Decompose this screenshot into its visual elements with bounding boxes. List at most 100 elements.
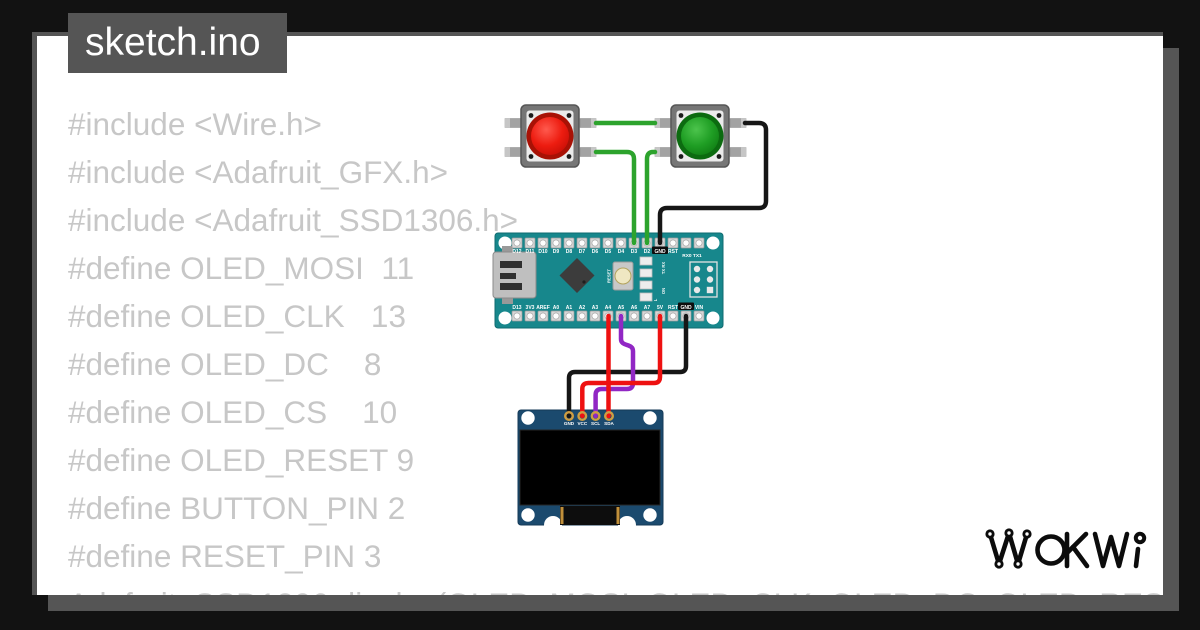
pin-label: D9: [553, 249, 560, 255]
pin-label: D2: [644, 249, 651, 255]
code-line: #include <Adafruit_SSD1306.h>: [68, 202, 519, 238]
pushbutton-red[interactable]: [504, 104, 597, 168]
logo-w2-strokes: [1092, 531, 1130, 569]
code-line: #include <Wire.h>: [68, 106, 322, 142]
pin-label: GND: [654, 249, 666, 255]
pin-label: RST: [668, 249, 678, 255]
mounting-hole: [643, 508, 657, 522]
code-line: #define RESET_PIN 3: [68, 538, 382, 574]
pin-label: D6: [592, 249, 599, 255]
code-line: #define OLED_RESET 9: [68, 442, 415, 478]
oled-pin[interactable]: [603, 411, 614, 422]
oled-pin[interactable]: [563, 411, 574, 422]
pin-hole: [604, 239, 612, 247]
usb-connector: [492, 246, 537, 304]
ribbon-pad: [560, 507, 564, 524]
mounting-hole: [706, 311, 720, 325]
logo-k-upper: [1065, 531, 1089, 555]
pin-label: D4: [618, 249, 625, 255]
board-notch: [544, 516, 562, 534]
oled-pin-label: SDA: [604, 421, 614, 426]
code-line: Adafruit_SSD1306 display(OLED_MOSI, OLED…: [68, 580, 1163, 595]
pin-hole: [578, 239, 586, 247]
file-tab-title: sketch.ino: [85, 21, 261, 64]
wire-gnd-oledgnd: [566, 313, 689, 419]
pin-hole: [630, 312, 638, 320]
pin-hole: [513, 312, 521, 320]
oled-display[interactable]: [517, 409, 664, 534]
pin-label: D10: [538, 249, 547, 255]
file-tab[interactable]: sketch.ino: [68, 13, 287, 73]
pin-label: A0: [553, 305, 560, 311]
pushbutton-green[interactable]: [654, 104, 747, 168]
pin-label: D5: [605, 249, 612, 255]
mounting-hole: [521, 508, 535, 522]
pin-hole: [695, 312, 703, 320]
pin-hole: [591, 312, 599, 320]
arduino-nano[interactable]: RESET TX RX ON L RX0 TX1: [492, 232, 724, 329]
board-notch: [618, 516, 636, 534]
reset-button[interactable]: [612, 261, 634, 291]
pin-hole: [539, 312, 547, 320]
led-label-on: ON: [661, 288, 666, 294]
wire-5v-vcc: [580, 313, 663, 419]
pin-hole: [552, 312, 560, 320]
led-label-txrx: TX RX: [661, 262, 666, 275]
logo-nodes: [985, 528, 1032, 569]
pin-label: D7: [579, 249, 586, 255]
ribbon-connector: [560, 506, 620, 525]
mounting-hole: [706, 236, 720, 250]
code-line: #define OLED_DC 8: [68, 346, 382, 382]
logo-k-lower: [1070, 544, 1090, 569]
pin-hole: [643, 312, 651, 320]
pin-hole: [578, 312, 586, 320]
pin-label: D11: [526, 249, 535, 255]
code-line: #define BUTTON_PIN 2: [68, 490, 406, 526]
pin-label: 5V: [657, 305, 664, 311]
pin-hole: [565, 312, 573, 320]
pin-hole: [682, 239, 690, 247]
oled-pin-label: SCL: [591, 421, 600, 426]
led-label-l: L: [653, 298, 658, 301]
pin-label: D3: [631, 249, 638, 255]
logo-i-ring: [1133, 531, 1147, 545]
pin-highlight: [652, 246, 668, 254]
logo-i-stem: [1133, 546, 1141, 569]
wires: [566, 120, 769, 419]
oled-pin-label: GND: [564, 421, 575, 426]
pin-label: A1: [566, 305, 573, 311]
code-line: #define OLED_CLK 13: [68, 298, 406, 334]
logo-o: [1035, 534, 1067, 566]
ribbon-pad: [616, 507, 620, 524]
oled-pin[interactable]: [577, 411, 588, 422]
circuit-diagram: RESET TX RX ON L RX0 TX1: [492, 104, 769, 534]
pin-hole: [513, 239, 521, 247]
green-cap[interactable]: [681, 117, 719, 155]
code-line: #define OLED_CS 10: [68, 394, 398, 430]
red-cap[interactable]: [531, 117, 569, 155]
pin-label: RST: [668, 305, 678, 311]
code-line: #define OLED_MOSI 11: [68, 250, 415, 286]
mounting-hole: [521, 411, 535, 425]
code-line: #include <Adafruit_GFX.h>: [68, 154, 448, 190]
oled-pin[interactable]: [590, 411, 601, 422]
reset-label: RESET: [607, 269, 612, 283]
serial-pins-label: RX0 TX1: [682, 253, 702, 259]
pin-label: GND: [680, 305, 692, 311]
pin-label: 3V3: [526, 305, 535, 311]
pin-label: AREF: [536, 305, 550, 311]
pin-label: A4: [605, 305, 612, 311]
pin-hole: [617, 239, 625, 247]
pin-hole: [669, 312, 677, 320]
status-leds: [639, 256, 653, 302]
pin-hole: [539, 239, 547, 247]
icsp-header: [689, 261, 718, 298]
pin-label: A5: [618, 305, 625, 311]
button-legs: [504, 118, 597, 157]
pin-label: D12: [512, 249, 521, 255]
pin-hole: [669, 239, 677, 247]
pin-label: A7: [644, 305, 651, 311]
oled-screen: [519, 429, 661, 506]
